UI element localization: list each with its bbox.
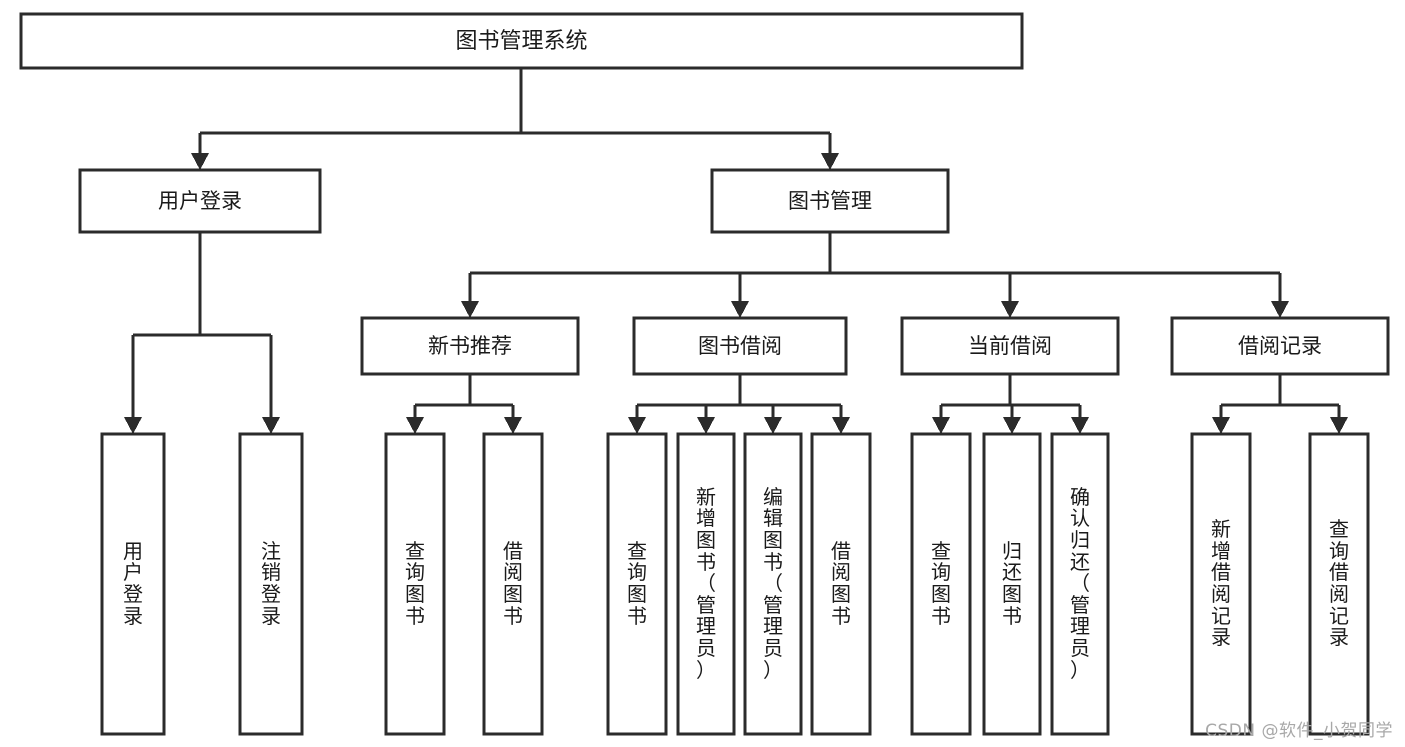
arrow-head-icon: [1001, 301, 1019, 318]
node-root[interactable]: [19, 12, 1024, 70]
leaf-confirm-return-admin[interactable]: [1050, 432, 1110, 736]
arrow-head-icon: [832, 417, 850, 434]
arrow-head-icon: [191, 153, 209, 170]
arrow-head-icon: [124, 417, 142, 434]
node-new-book-recommend[interactable]: [360, 316, 580, 376]
leaf-add-book-admin[interactable]: [676, 432, 736, 736]
leaf-query-book-recommend[interactable]: [384, 432, 446, 736]
connectors-layer: [124, 68, 1348, 434]
arrow-head-icon: [406, 417, 424, 434]
arrow-head-icon: [1212, 417, 1230, 434]
arrow-head-icon: [821, 153, 839, 170]
leaf-edit-book-admin[interactable]: [743, 432, 803, 736]
node-book-borrow-label: 图书借阅: [698, 334, 782, 358]
node-book-borrow[interactable]: [632, 316, 848, 376]
node-borrow-record-label: 借阅记录: [1238, 334, 1322, 358]
arrow-head-icon: [1271, 301, 1289, 318]
arrow-head-icon: [504, 417, 522, 434]
boxes-layer: [19, 12, 1390, 736]
leaf-add-borrow-record[interactable]: [1190, 432, 1252, 736]
leaf-query-book-borrow[interactable]: [606, 432, 668, 736]
node-new-book-recommend-label: 新书推荐: [428, 334, 512, 358]
node-book-management-label: 图书管理: [788, 189, 872, 213]
leaf-return-book[interactable]: [982, 432, 1042, 736]
node-borrow-record[interactable]: [1170, 316, 1390, 376]
arrow-head-icon: [1071, 417, 1089, 434]
node-current-borrow[interactable]: [900, 316, 1120, 376]
node-user-login-label: 用户登录: [158, 189, 242, 213]
node-root-label: 图书管理系统: [455, 29, 587, 54]
arrow-head-icon: [697, 417, 715, 434]
arrow-head-icon: [1003, 417, 1021, 434]
arrow-head-icon: [764, 417, 782, 434]
arrow-head-icon: [1330, 417, 1348, 434]
leaf-borrow-book-recommend[interactable]: [482, 432, 544, 736]
node-user-login[interactable]: [78, 168, 322, 234]
leaf-user-login-action[interactable]: [100, 432, 166, 736]
csdn-watermark: CSDN @软件_小贺同学: [1205, 721, 1393, 741]
arrow-head-icon: [731, 301, 749, 318]
arrow-head-icon: [461, 301, 479, 318]
leaf-query-borrow-record[interactable]: [1308, 432, 1370, 736]
arrow-head-icon: [628, 417, 646, 434]
arrow-head-icon: [262, 417, 280, 434]
arrow-head-icon: [932, 417, 950, 434]
node-book-management[interactable]: [710, 168, 950, 234]
leaf-query-book-current[interactable]: [910, 432, 972, 736]
leaf-logout-action[interactable]: [238, 432, 304, 736]
node-current-borrow-label: 当前借阅: [968, 334, 1052, 358]
leaf-borrow-book-action[interactable]: [810, 432, 872, 736]
